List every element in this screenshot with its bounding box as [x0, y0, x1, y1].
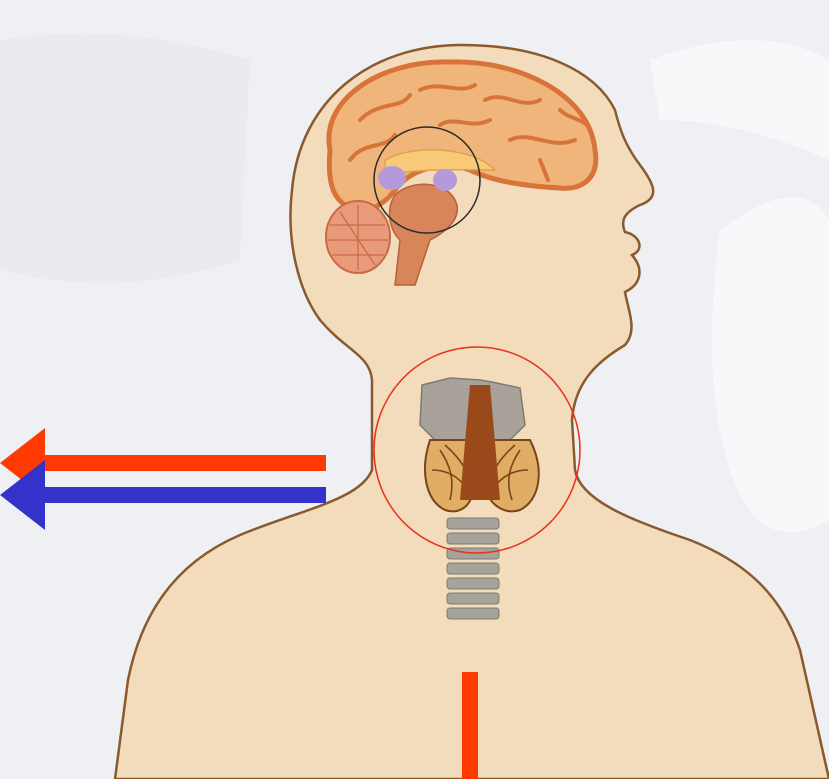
trachea-rings — [447, 518, 499, 619]
pituitary-spot-right — [433, 169, 457, 191]
pituitary-spot-left — [378, 166, 406, 190]
red-vertical-bar — [462, 672, 478, 779]
